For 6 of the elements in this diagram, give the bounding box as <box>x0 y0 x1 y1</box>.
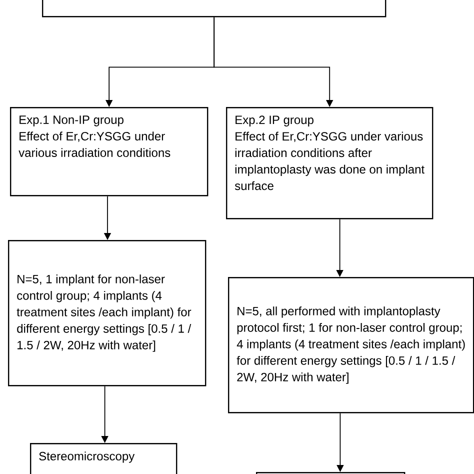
step-box: N=5, 1 implant for non-laser control group; 4 implants (4 treatment sites /each implant) for different energy settings [0.5 / 1 / 1.5 / 2W, 20Hz with water] <box>8 240 206 386</box>
step-box: Exp.1 Non-IP group Effect of Er,Cr:YSGG under various irradiation conditions <box>10 107 208 196</box>
step-box: Stereomicroscopy <box>30 443 178 474</box>
step-box: Exp.2 IP group Effect of Er,Cr:YSGG under various irradiation conditions after implantoplasty was done on implant surface <box>226 107 434 220</box>
step-box <box>42 0 386 18</box>
step-box: N=5, all performed with implantoplasty protocol first; 1 for non-laser control group; 4 implants (4 treatment sites /each implant) for different energy settings [0.5 / 1 / 1.5 / 2W, 20Hz with water] <box>228 277 474 414</box>
